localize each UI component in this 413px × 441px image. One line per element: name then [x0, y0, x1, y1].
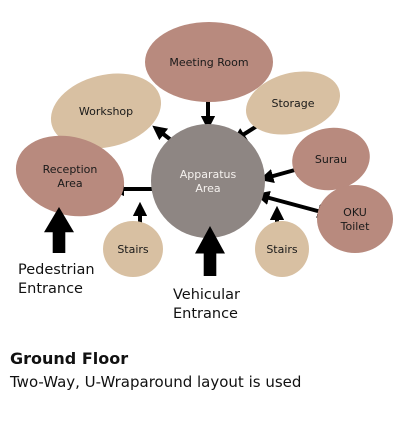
up-arrow-icon	[44, 207, 74, 253]
room-oval	[317, 185, 393, 253]
room-label: Area	[57, 177, 82, 190]
room-workshop: Workshop	[50, 73, 162, 149]
room-label: Storage	[271, 97, 314, 110]
circulation-diagram: Meeting RoomWorkshopStorageReceptionArea…	[15, 22, 393, 322]
room-label: Stairs	[117, 243, 149, 256]
room-label: Toilet	[340, 220, 370, 233]
up-arrow-icon	[195, 226, 225, 276]
room-meeting: Meeting Room	[145, 22, 273, 102]
entrance-label: Entrance	[18, 281, 83, 297]
room-oval	[15, 135, 125, 217]
entrance-label: Pedestrian	[18, 262, 95, 278]
room-surau: Surau	[292, 127, 370, 191]
room-label: Apparatus	[180, 168, 237, 181]
floor-title: Ground Floor	[10, 349, 129, 368]
room-label: Area	[195, 182, 220, 195]
room-label: Surau	[315, 153, 347, 166]
room-oval	[50, 73, 162, 149]
layout-description: Two-Way, U-Wraparound layout is used	[10, 373, 302, 391]
room-label: OKU	[343, 206, 367, 219]
room-storage: Storage	[245, 71, 341, 135]
two-way-arrow-apparatus-oku	[255, 190, 332, 219]
room-stairs-right: Stairs	[255, 221, 309, 277]
room-oval	[103, 221, 163, 277]
room-oval	[145, 22, 273, 102]
room-oval	[292, 127, 370, 191]
hub-circle	[151, 124, 265, 238]
room-label: Meeting Room	[169, 56, 248, 69]
room-oval	[255, 221, 309, 277]
entrance-label: Vehicular	[173, 287, 240, 303]
room-label: Stairs	[266, 243, 298, 256]
entrance-label: Entrance	[173, 306, 238, 322]
room-label: Reception	[43, 163, 98, 176]
room-stairs-left: Stairs	[103, 221, 163, 277]
room-oval	[245, 71, 341, 135]
room-label: Workshop	[79, 105, 133, 118]
